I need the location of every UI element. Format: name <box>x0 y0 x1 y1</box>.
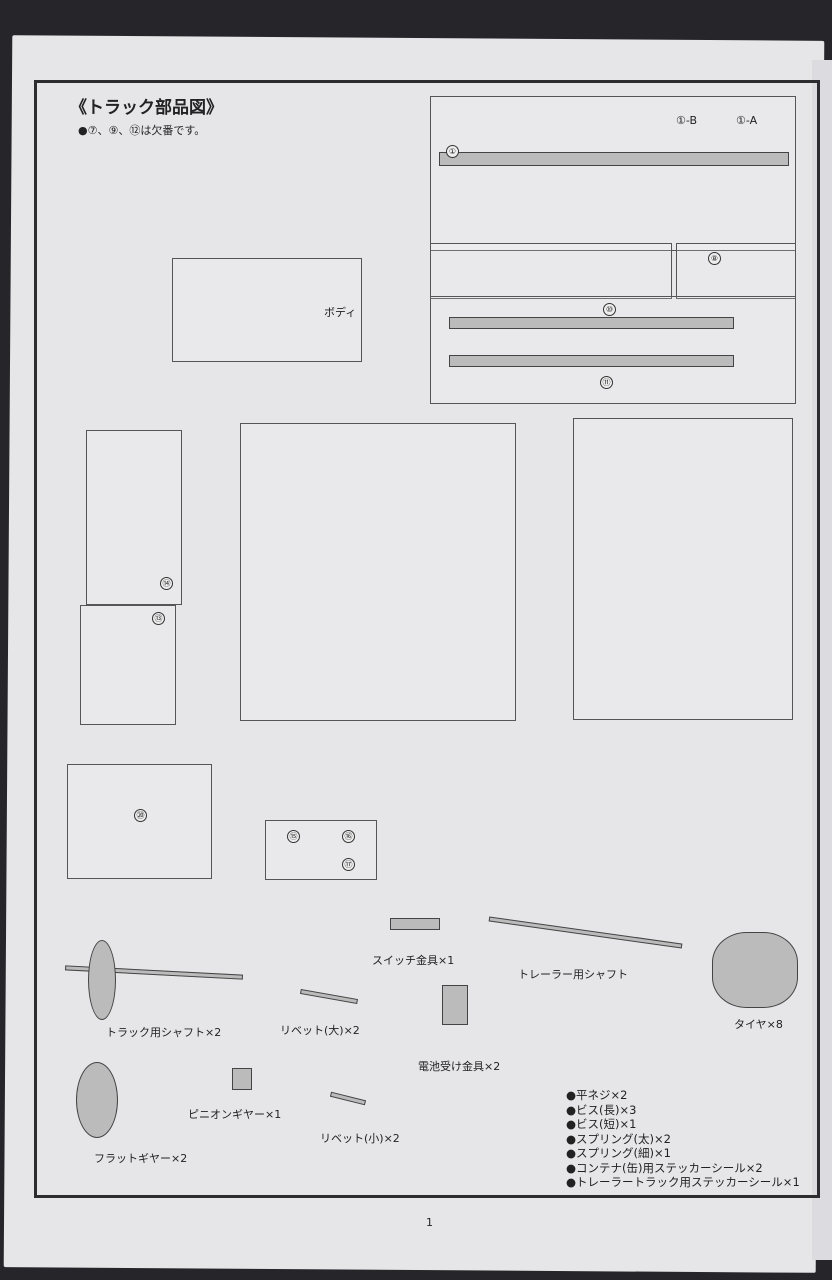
flat-gear <box>76 1062 118 1138</box>
sprue-13 <box>80 605 176 725</box>
page-number: 1 <box>426 1216 433 1229</box>
battery-label: 電池受け金具×2 <box>418 1060 501 1073</box>
switch-bracket <box>390 918 440 930</box>
part-label-1b: ①-B <box>676 114 697 127</box>
list-item: ●平ネジ×2 <box>566 1088 628 1102</box>
part-number: ⑭ <box>160 577 173 590</box>
tire-part <box>712 932 798 1008</box>
part-number: ⑧ <box>708 252 721 265</box>
switch-label: スイッチ金具×1 <box>372 954 455 967</box>
list-item: ●トレーラートラック用ステッカーシール×1 <box>566 1175 800 1189</box>
part-label-1a: ①-A <box>736 114 758 127</box>
list-item: ●ビス(長)×3 <box>566 1102 637 1117</box>
body-part <box>172 258 362 362</box>
center-sprue <box>240 423 516 721</box>
rail-part <box>449 317 734 329</box>
tire-label: タイヤ×8 <box>734 1018 783 1031</box>
part-number: ① <box>446 145 459 158</box>
pinion-label: ピニオンギヤー×1 <box>188 1108 282 1121</box>
cab-sprue <box>573 418 793 720</box>
part-number: ⑯ <box>342 830 355 843</box>
sprue-15-17 <box>265 820 377 880</box>
part-number: ⑮ <box>287 830 300 843</box>
list-item: ●ビス(短)×1 <box>566 1117 637 1131</box>
rivet-large-label: リベット(大)×2 <box>280 1024 360 1037</box>
list-item: ●コンテナ(缶)用ステッカーシール×2 <box>566 1160 763 1175</box>
chassis-sprue <box>430 96 796 251</box>
part-8-sprue <box>676 243 796 299</box>
battery-bracket <box>442 985 468 1025</box>
part-number: ⑬ <box>152 612 165 625</box>
pinion-gear <box>232 1068 252 1090</box>
body-label: ボディ <box>324 306 357 319</box>
part-number: ⑳ <box>134 809 147 822</box>
rail-part <box>449 355 734 367</box>
list-item: ●スプリング(細)×1 <box>566 1146 671 1160</box>
chassis-frame-part <box>439 152 789 166</box>
small-parts-sprue <box>430 243 672 299</box>
accessory-list: ●平ネジ×2 ●ビス(長)×3 ●ビス(短)×1 ●スプリング(太)×2 ●スプ… <box>566 1088 800 1190</box>
part-number: ⑩ <box>603 303 616 316</box>
page-title: 《トラック部品図》 <box>70 98 223 118</box>
page-frame <box>34 80 820 1198</box>
part-number: ⑰ <box>342 858 355 871</box>
rivet-small-label: リベット(小)×2 <box>320 1132 400 1145</box>
trailer-shaft-label: トレーラー用シャフト <box>518 968 628 981</box>
list-item: ●スプリング(太)×2 <box>566 1131 671 1146</box>
wheel-part <box>88 940 116 1020</box>
flat-gear-label: フラットギヤー×2 <box>94 1152 188 1165</box>
sprue-14 <box>86 430 182 605</box>
part-number: ⑪ <box>600 376 613 389</box>
truck-shaft-label: トラック用シャフト×2 <box>106 1026 222 1039</box>
missing-parts-note: ●⑦、⑨、⑫は欠番です。 <box>78 124 206 137</box>
